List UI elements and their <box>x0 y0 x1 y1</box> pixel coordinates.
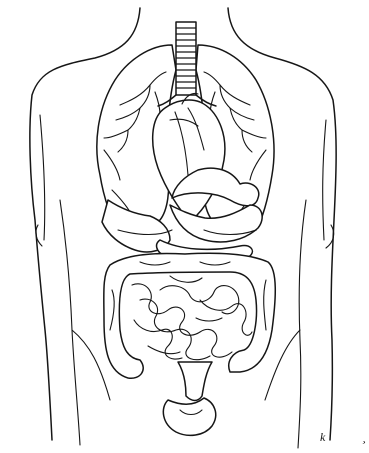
bladder <box>163 398 215 435</box>
artist-mark: k <box>320 431 325 443</box>
large-intestine <box>104 253 275 378</box>
edge-mark: ¸ <box>362 431 366 443</box>
rectum <box>178 362 212 401</box>
small-intestine <box>132 276 252 360</box>
